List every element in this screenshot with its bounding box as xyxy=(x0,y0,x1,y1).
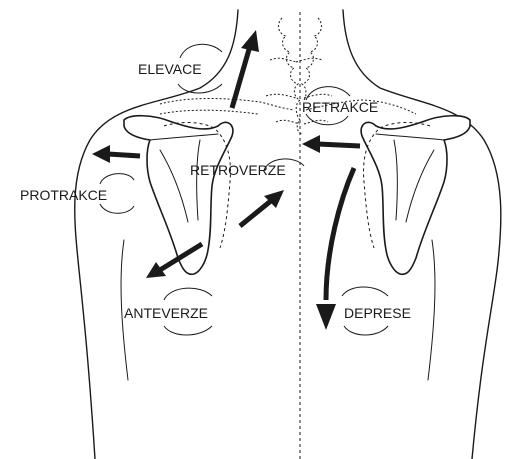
retrakce-arrow xyxy=(302,135,360,153)
body-outline xyxy=(75,10,501,459)
label-elevace: ELEVACE xyxy=(138,61,202,77)
label-protrakce: PROTRAKCE xyxy=(20,187,107,203)
right-scapula xyxy=(361,116,470,275)
left-scapula xyxy=(124,116,233,275)
label-retrakce: RETRAKCE xyxy=(302,99,378,115)
retroverze-arrow xyxy=(240,190,284,226)
label-retroverze: RETROVERZE xyxy=(190,162,286,178)
label-anteverze: ANTEVERZE xyxy=(124,305,208,321)
label-deprese: DEPRESE xyxy=(344,305,411,321)
elevace-arrow xyxy=(232,30,259,108)
protrakce-arrow xyxy=(92,145,140,163)
cervical-spine xyxy=(266,18,332,134)
